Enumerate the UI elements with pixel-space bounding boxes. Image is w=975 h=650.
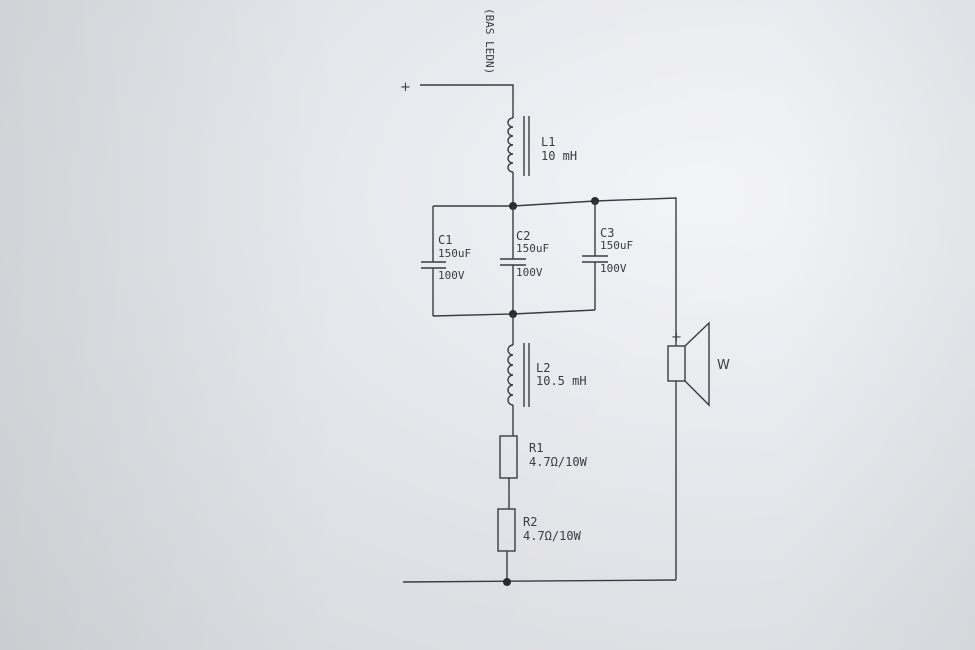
capacitor-c1	[421, 206, 446, 316]
r1-name-label: R1	[529, 441, 543, 455]
c3-value-label: 150uF	[600, 239, 633, 252]
r2-value-label: 4.7Ω/10W	[523, 529, 582, 543]
top-bus-right	[512, 197, 677, 306]
l1-name-label: L1	[541, 135, 555, 149]
capacitor-c2	[500, 206, 526, 314]
c3-voltage-label: 100V	[600, 262, 627, 275]
capacitor-c3	[582, 201, 608, 310]
c2-value-label: 150uF	[516, 242, 549, 255]
l2-value-label: 10.5 mH	[536, 374, 587, 388]
input-plus-sign: +	[400, 80, 411, 95]
r1-value-label: 4.7Ω/10W	[529, 455, 588, 469]
inductor-l1	[507, 116, 530, 176]
header-note: (BAS LEDN)	[483, 8, 496, 74]
inductor-l2	[507, 343, 530, 407]
resistor-r1	[499, 435, 518, 479]
l2-name-label: L2	[536, 361, 550, 375]
return-line	[402, 579, 677, 583]
c2-voltage-label: 100V	[516, 266, 543, 279]
c1-name-label: C1	[438, 233, 452, 247]
c2-name-label: C2	[516, 229, 530, 243]
l1-value-label: 10 mH	[541, 149, 577, 163]
speaker-plus-sign: +	[671, 330, 682, 345]
c3-name-label: C3	[600, 226, 614, 240]
resistor-r2	[497, 508, 516, 552]
c1-voltage-label: 100V	[438, 269, 465, 282]
c1-value-label: 150uF	[438, 247, 471, 260]
input-wire	[420, 84, 514, 118]
speaker-icon	[667, 306, 710, 580]
r2-name-label: R2	[523, 515, 537, 529]
speaker-label: W	[717, 358, 730, 373]
junction-dot-return	[503, 578, 511, 586]
